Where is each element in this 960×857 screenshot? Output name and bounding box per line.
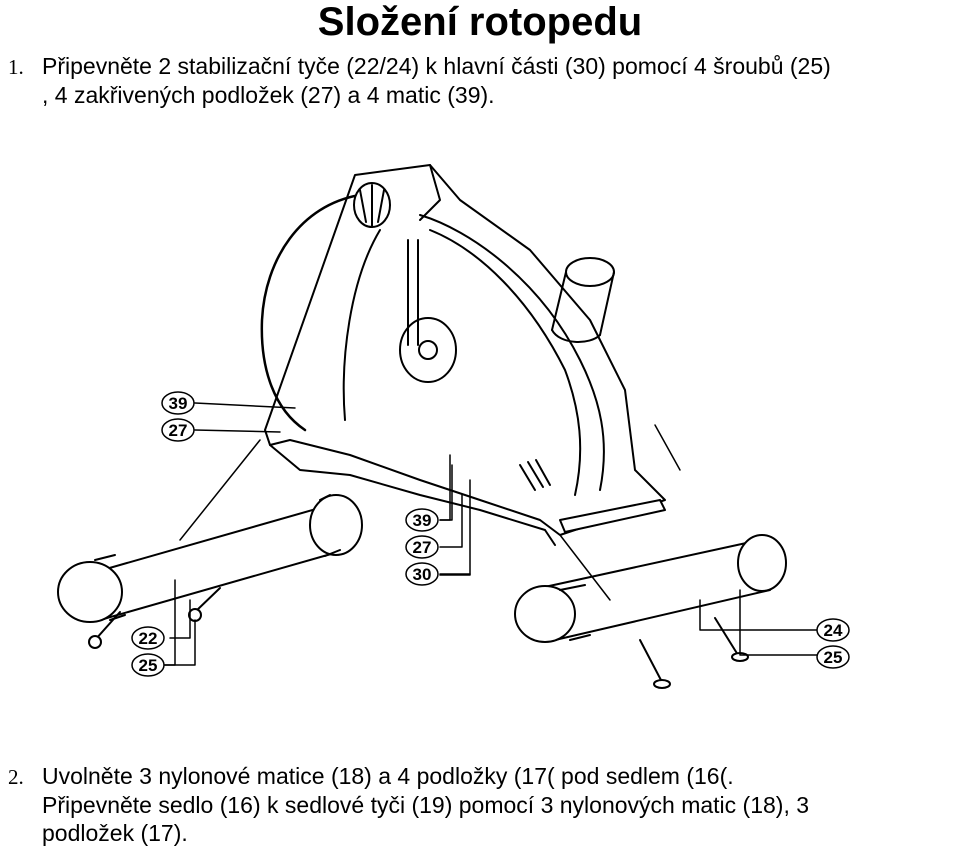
front-stabilizer-tube	[57, 494, 363, 623]
callout-25-left: 25	[131, 653, 165, 677]
callout-label: 22	[139, 629, 158, 648]
step-2: 2. Uvolněte 3 nylonové matice (18) a 4 po…	[8, 762, 809, 847]
assembly-diagram: 39 27 39 27 30 22 25 24 25	[57, 164, 850, 689]
page-title: Složení rotopedu	[317, 0, 643, 44]
callout-label: 24	[824, 621, 843, 640]
callout-27-middle: 27	[405, 535, 439, 559]
callout-label: 30	[413, 565, 432, 584]
callout-label: 27	[169, 421, 188, 440]
callout-labels: 39 27 39 27 30 22 25 24 25	[131, 391, 850, 677]
callout-30: 30	[405, 562, 439, 586]
step-text-line: podložek (17).	[42, 820, 188, 846]
callout-leaders	[164, 402, 471, 666]
rear-stabilizer-tube	[514, 534, 787, 643]
step-1: 1. Připevněte 2 stabilizační tyče (22/24)…	[8, 52, 831, 109]
callout-label: 39	[413, 511, 432, 530]
step-number: 2.	[8, 765, 24, 789]
step-text-line: Připevněte 2 stabilizační tyče (22/24) k…	[42, 53, 831, 79]
callout-27-upper: 27	[161, 418, 195, 442]
callout-label: 25	[824, 648, 843, 667]
step-number: 1.	[8, 55, 24, 79]
step-text-line: , 4 zakřivených podložek (27) a 4 matic …	[42, 82, 495, 108]
callout-label: 27	[413, 538, 432, 557]
callout-39-middle: 39	[405, 508, 439, 532]
step-text-line: Uvolněte 3 nylonové matice (18) a 4 podl…	[42, 763, 734, 789]
callout-39-upper: 39	[161, 391, 195, 415]
main-frame	[260, 164, 666, 546]
callout-22: 22	[131, 626, 165, 650]
callout-label: 39	[169, 394, 188, 413]
callout-24: 24	[816, 618, 850, 642]
callout-25-right: 25	[816, 645, 850, 669]
callout-label: 25	[139, 656, 158, 675]
step-text-line: Připevněte sedlo (16) k sedlové tyči (19…	[42, 792, 810, 818]
